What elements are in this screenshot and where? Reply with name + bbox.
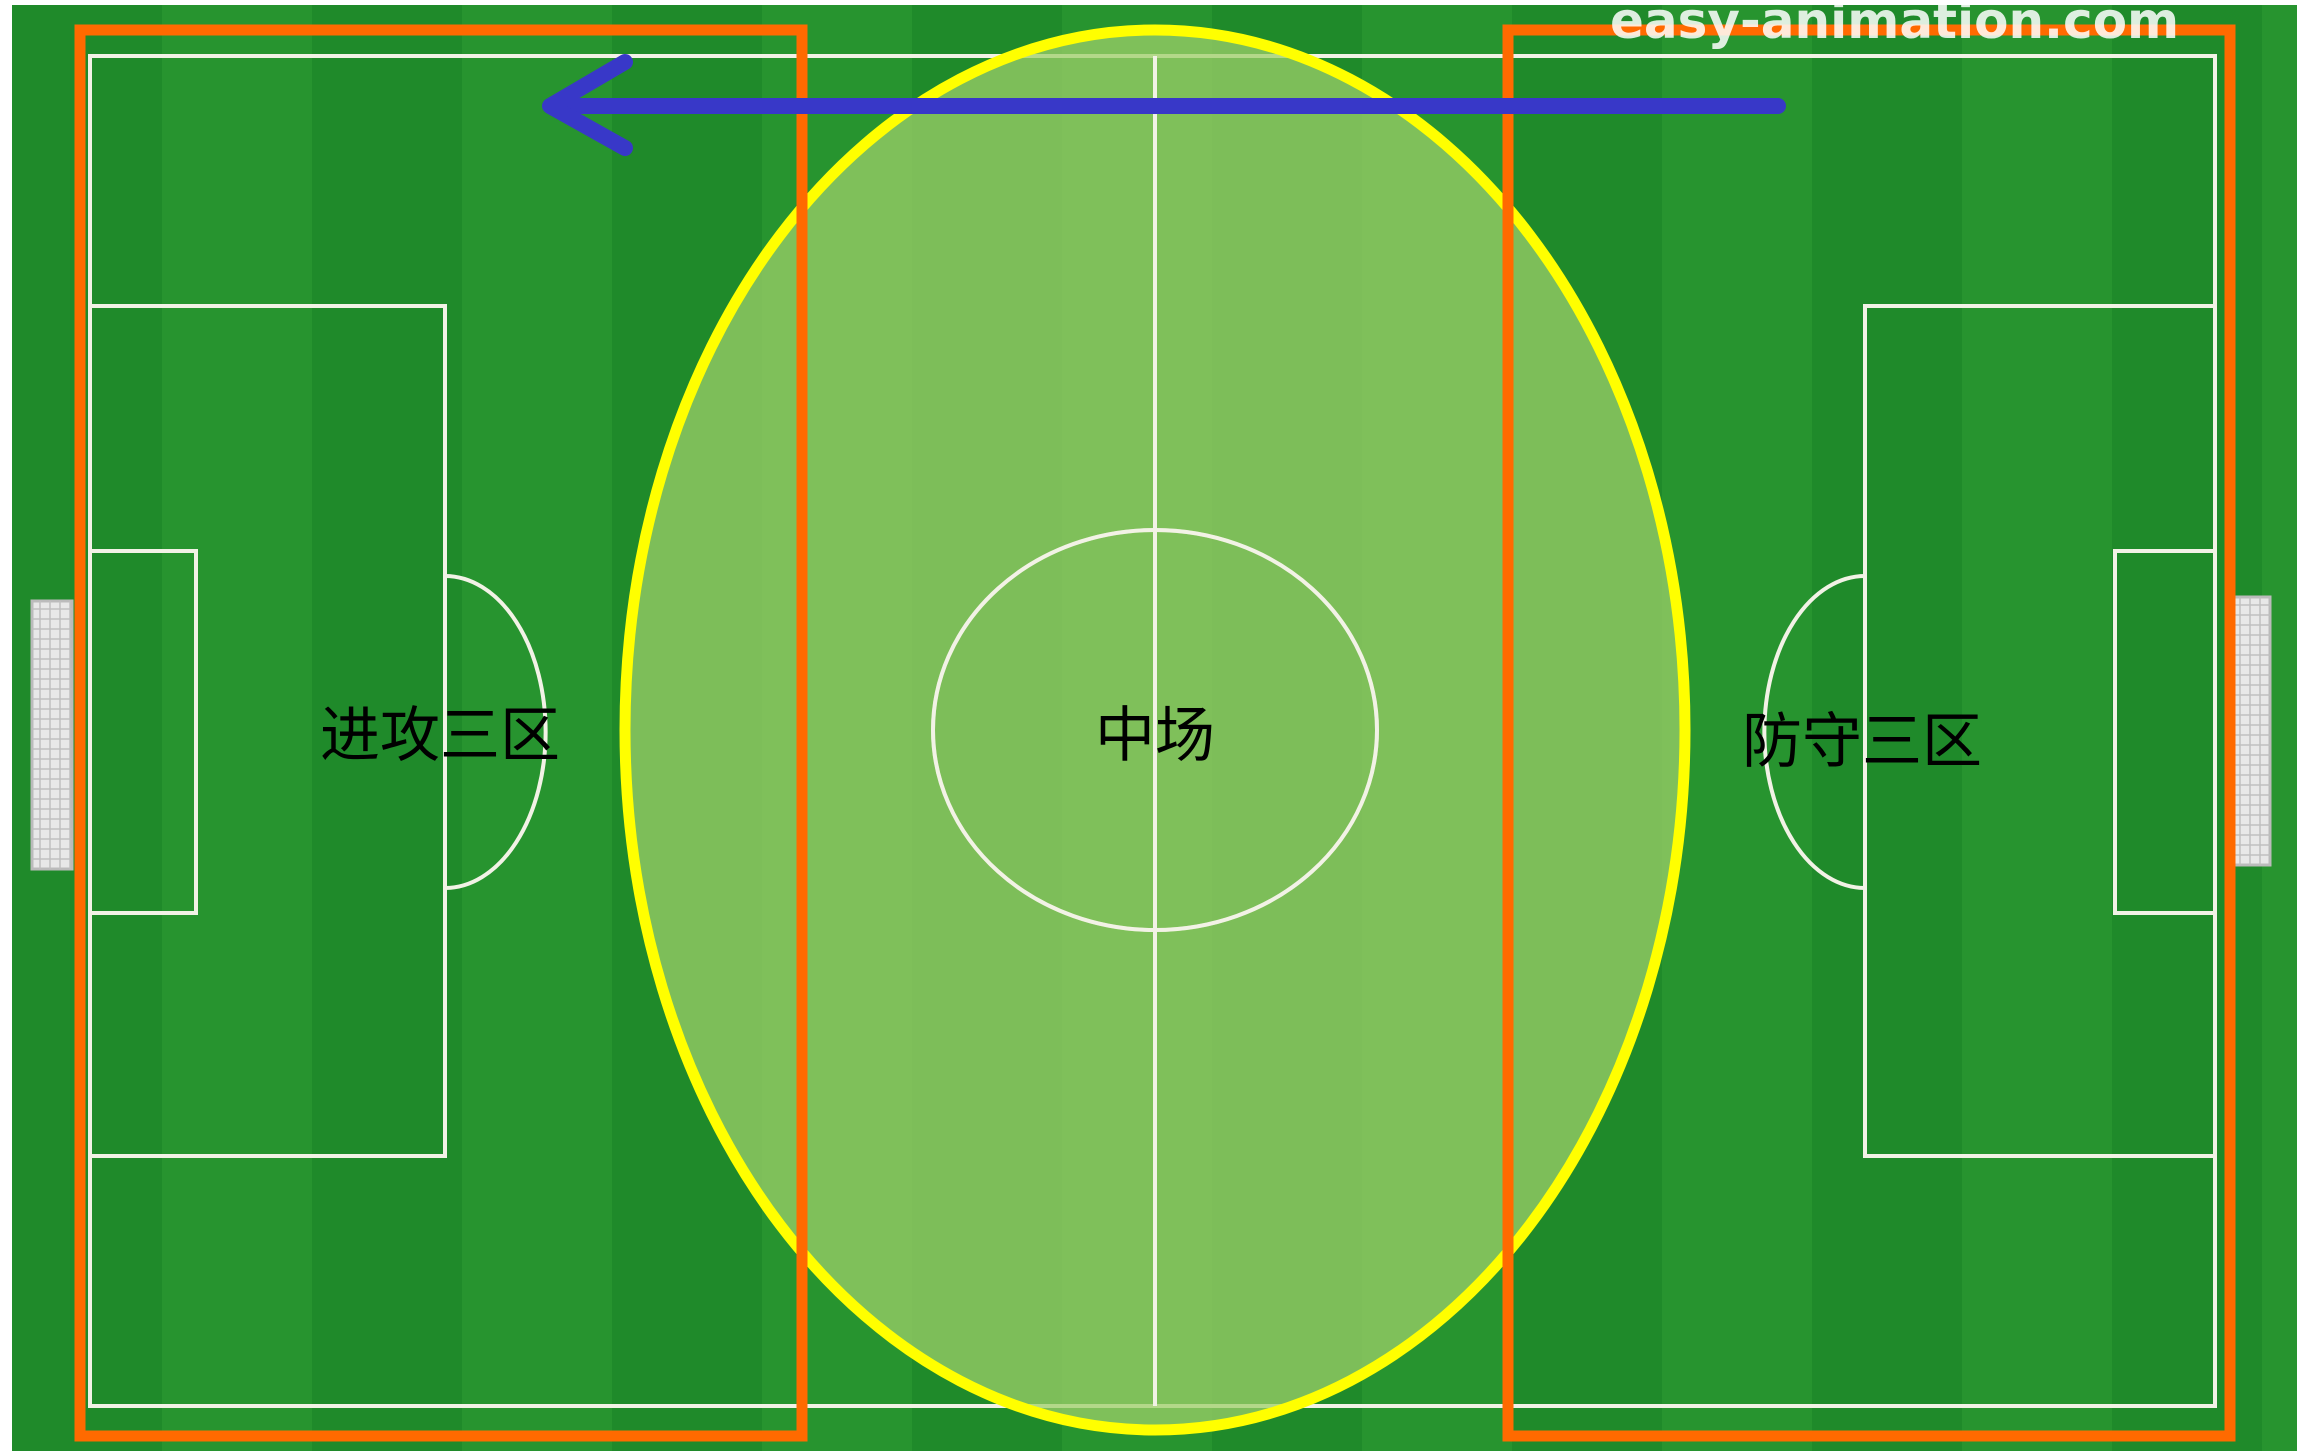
grass-stripe (162, 5, 312, 1451)
defensive-third-label: 防守三区 (1742, 707, 1982, 777)
attacking-third-label: 进攻三区 (320, 701, 560, 771)
midfield-label: 中场 (1095, 701, 1215, 771)
grass-stripe (1962, 5, 2112, 1451)
watermark-text: easy-animation.com (1610, 0, 2179, 50)
left-goal (32, 601, 72, 869)
right-goal (2232, 597, 2270, 865)
